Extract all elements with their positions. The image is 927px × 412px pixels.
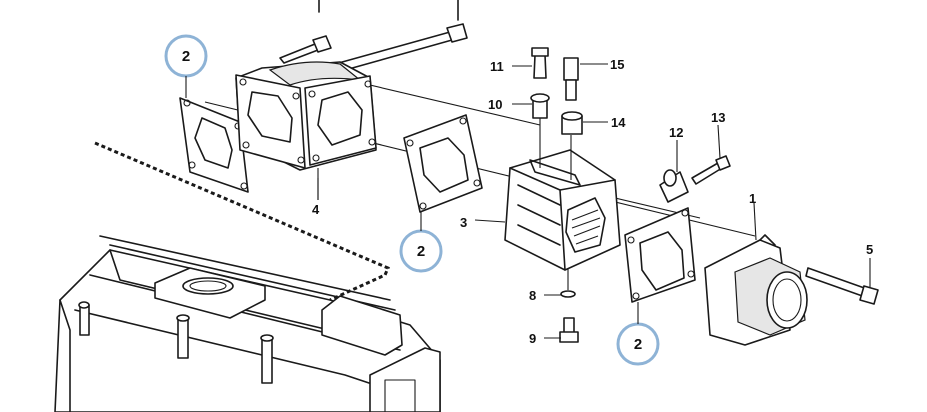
- callout-11: 11: [490, 59, 504, 74]
- top-bolts: [279, 0, 468, 73]
- callout-12: 12: [669, 125, 683, 140]
- callout-10: 10: [488, 97, 502, 112]
- callout-9: 9: [529, 331, 536, 346]
- highlight-callout-2c: 2: [616, 302, 660, 366]
- actuator-housing-3: [504, 115, 621, 290]
- highlight-callout-2b: 2: [399, 212, 443, 273]
- callout-2-label: 2: [634, 336, 642, 353]
- highlight-callout-2a: 2: [164, 34, 208, 98]
- callout-1: 1: [749, 191, 756, 206]
- callout-5: 5: [866, 242, 873, 257]
- callout-14: 14: [611, 115, 626, 130]
- callout-4: 4: [312, 202, 320, 217]
- callout-labels: 1 3 4 5 8 9 10 11 12 13 14 15: [312, 57, 873, 346]
- flange-pipe-4: [235, 61, 377, 200]
- exhaust-manifold: [54, 235, 441, 412]
- callout-3: 3: [460, 215, 467, 230]
- outlet-pipe-1: [704, 234, 879, 346]
- dashed-reference-line: [94, 141, 390, 302]
- gasket-right: [624, 207, 696, 303]
- callout-2-label: 2: [417, 243, 425, 260]
- callout-13: 13: [711, 110, 725, 125]
- gasket-left: [179, 97, 249, 193]
- callout-15: 15: [610, 57, 624, 72]
- gasket-middle: [403, 114, 483, 213]
- callout-8: 8: [529, 288, 536, 303]
- callout-2-label: 2: [182, 48, 190, 65]
- fasteners: [530, 47, 731, 343]
- leader-lines: [317, 63, 871, 339]
